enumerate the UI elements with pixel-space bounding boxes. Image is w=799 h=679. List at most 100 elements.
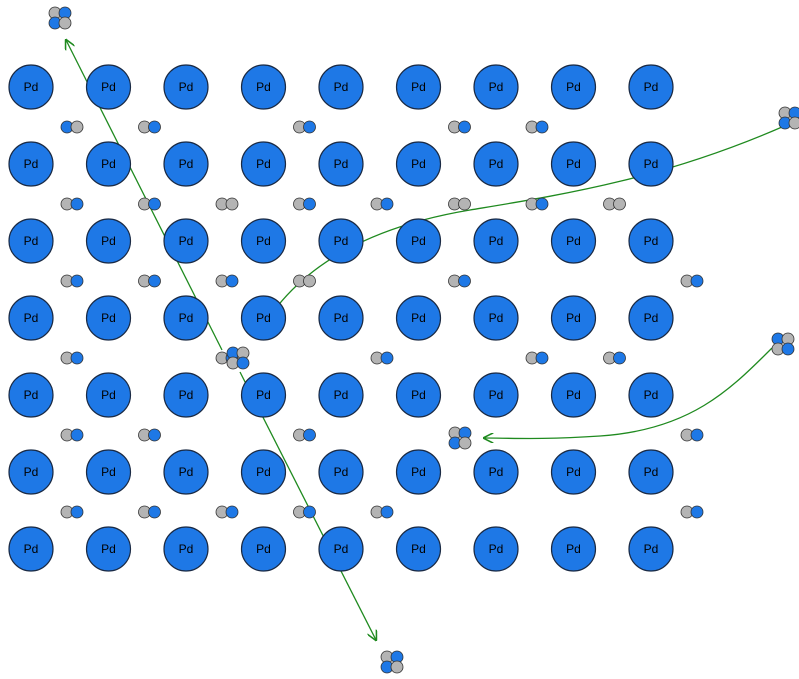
- pd-atom: Pd: [474, 450, 518, 494]
- pd-atom-label: Pd: [101, 388, 116, 402]
- pd-atom: Pd: [87, 450, 131, 494]
- pd-atom-label: Pd: [24, 80, 39, 94]
- pd-atom-label: Pd: [334, 542, 349, 556]
- pd-atom: Pd: [397, 142, 441, 186]
- pd-atom: Pd: [9, 65, 53, 109]
- interstitial-hydrogen: [139, 121, 161, 133]
- interstitial-hydrogen: [371, 352, 393, 364]
- pd-atom: Pd: [552, 219, 596, 263]
- pd-atom: Pd: [164, 373, 208, 417]
- dihydrogen-top-left: [49, 7, 71, 29]
- pd-atom: Pd: [319, 65, 363, 109]
- pd-atom-label: Pd: [644, 388, 659, 402]
- pd-atom-label: Pd: [24, 465, 39, 479]
- interstitial-hydrogen: [526, 352, 548, 364]
- pd-atom: Pd: [629, 219, 673, 263]
- pd-atom-label: Pd: [566, 80, 581, 94]
- pd-atom-label: Pd: [101, 157, 116, 171]
- interstitial-hydrogen: [371, 198, 393, 210]
- interstitial-hydrogen: [681, 429, 703, 441]
- interstitial-hydrogen: [681, 506, 703, 518]
- pd-atom-label: Pd: [566, 542, 581, 556]
- pd-atom: Pd: [242, 450, 286, 494]
- pd-atom: Pd: [552, 65, 596, 109]
- pd-atom-label: Pd: [489, 80, 504, 94]
- pd-atom-label: Pd: [411, 542, 426, 556]
- pd-atom-label: Pd: [411, 311, 426, 325]
- pd-atom-label: Pd: [179, 311, 194, 325]
- interstitial-hydrogen: [449, 198, 471, 210]
- pd-atom-label: Pd: [179, 157, 194, 171]
- interstitial-hydrogen: [61, 352, 83, 364]
- interstitial-hydrogen: [216, 506, 238, 518]
- pd-atom: Pd: [87, 219, 131, 263]
- pd-atom: Pd: [474, 527, 518, 571]
- interstitial-hydrogen: [294, 121, 316, 133]
- pd-atom: Pd: [629, 296, 673, 340]
- pd-atom-label: Pd: [489, 465, 504, 479]
- pd-atom: Pd: [9, 373, 53, 417]
- pd-atom: Pd: [474, 296, 518, 340]
- pd-atom-label: Pd: [566, 388, 581, 402]
- pd-atom-label: Pd: [644, 542, 659, 556]
- interstitial-hydrogen: [61, 121, 83, 133]
- pd-atom: Pd: [552, 527, 596, 571]
- pd-atom: Pd: [629, 527, 673, 571]
- interstitial-hydrogen: [139, 429, 161, 441]
- pd-atom-label: Pd: [411, 80, 426, 94]
- pd-atom-label: Pd: [179, 542, 194, 556]
- pd-atom-label: Pd: [101, 311, 116, 325]
- pd-atom: Pd: [87, 142, 131, 186]
- pd-atom-label: Pd: [334, 80, 349, 94]
- pd-atom-label: Pd: [256, 388, 271, 402]
- pd-atom: Pd: [87, 527, 131, 571]
- pd-atom-label: Pd: [24, 542, 39, 556]
- interstitial-hydrogen: [604, 352, 626, 364]
- pd-atom: Pd: [397, 219, 441, 263]
- pd-atom: Pd: [629, 373, 673, 417]
- pd-atom: Pd: [9, 296, 53, 340]
- pd-atom: Pd: [319, 373, 363, 417]
- interstitial-hydrogen: [139, 198, 161, 210]
- interstitial-hydrogen: [216, 275, 238, 287]
- pd-atom-label: Pd: [411, 465, 426, 479]
- pd-atom: Pd: [9, 142, 53, 186]
- interstitial-hydrogen: [449, 121, 471, 133]
- interstitial-hydrogen: [449, 275, 471, 287]
- interstitial-hydrogen: [526, 198, 548, 210]
- pd-atom-label: Pd: [644, 80, 659, 94]
- pd-atom-label: Pd: [411, 157, 426, 171]
- pd-atom: Pd: [474, 65, 518, 109]
- pd-atom-label: Pd: [179, 465, 194, 479]
- interstitial-hydrogen: [526, 121, 548, 133]
- pd-atom: Pd: [242, 65, 286, 109]
- pd-atom: Pd: [164, 296, 208, 340]
- interstitial-hydrogen: [681, 275, 703, 287]
- pd-atom: Pd: [629, 142, 673, 186]
- pd-atom-label: Pd: [256, 542, 271, 556]
- pd-atom-label: Pd: [24, 311, 39, 325]
- pd-atom-label: Pd: [256, 80, 271, 94]
- pd-atom: Pd: [242, 527, 286, 571]
- pd-atom-label: Pd: [179, 388, 194, 402]
- pd-atom: Pd: [242, 296, 286, 340]
- pd-atom-label: Pd: [334, 465, 349, 479]
- pd-atom: Pd: [242, 373, 286, 417]
- pd-atom: Pd: [87, 373, 131, 417]
- pd-atom: Pd: [164, 65, 208, 109]
- pd-atom: Pd: [319, 219, 363, 263]
- pd-atom: Pd: [552, 450, 596, 494]
- pd-atom: Pd: [397, 65, 441, 109]
- pd-atom-label: Pd: [101, 80, 116, 94]
- pd-atom-label: Pd: [256, 234, 271, 248]
- dihydrogen-bottom: [381, 651, 403, 673]
- interstitial-hydrogen: [604, 198, 626, 210]
- pd-atom-label: Pd: [24, 157, 39, 171]
- interstitial-hydrogen: [61, 275, 83, 287]
- interstitial-hydrogen: [294, 506, 316, 518]
- pd-atom: Pd: [164, 219, 208, 263]
- pd-atom-label: Pd: [334, 157, 349, 171]
- pd-atom-label: Pd: [566, 465, 581, 479]
- interstitial-hydrogen: [61, 506, 83, 518]
